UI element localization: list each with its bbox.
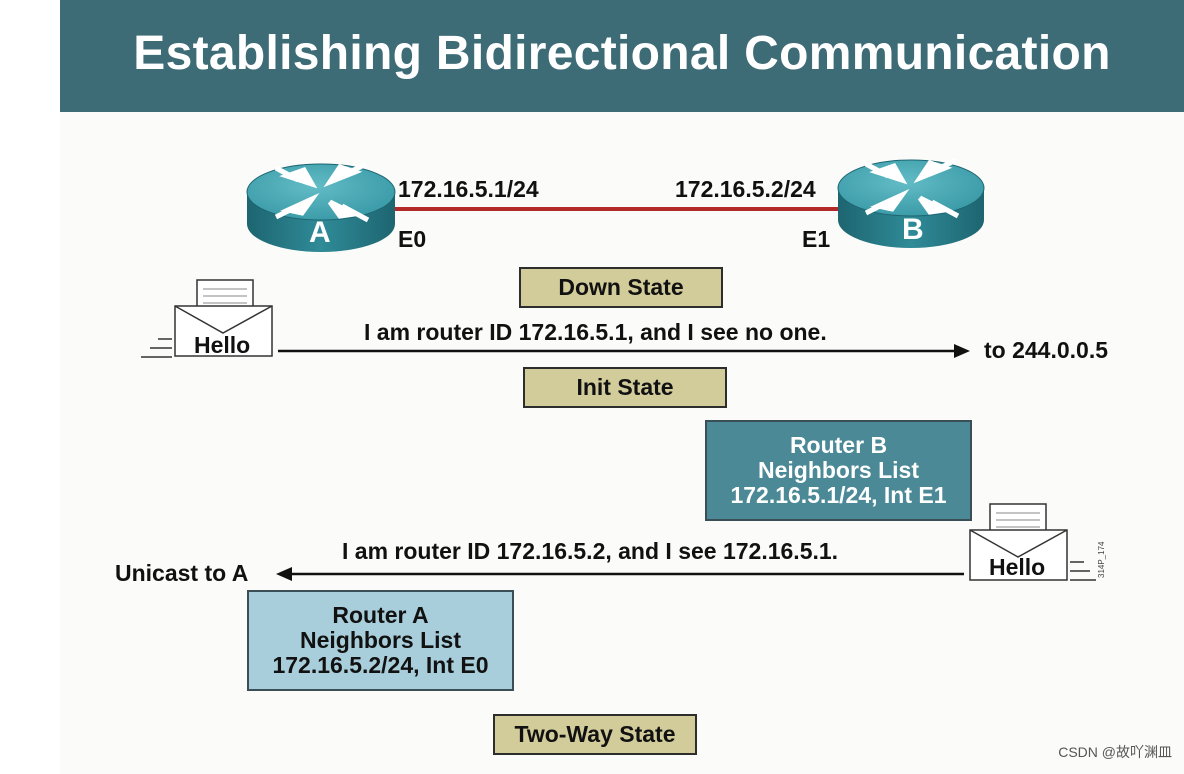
router-a-letter: A [309,216,331,249]
hello-1-message: I am router ID 172.16.5.1, and I see no … [364,319,827,345]
router-a-list-entry: 172.16.5.2/24, Int E0 [272,652,489,678]
down-state-box: Down State [519,267,723,308]
hello-1-label: Hello [194,332,251,358]
router-b-list-title: Router B [789,432,888,458]
hello-envelope-2-icon [969,503,1096,581]
router-b-icon [837,157,985,248]
hello-1-arrowhead-icon [954,344,970,358]
router-a-list-title: Router A [332,602,429,628]
page-title: Establishing Bidirectional Communication [133,27,1111,80]
router-a-ip-label: 172.16.5.1/24 [398,176,539,202]
router-a-neighbors-list: Router A Neighbors List 172.16.5.2/24, I… [247,590,514,691]
router-b-neighbors-list: Router B Neighbors List 172.16.5.1/24, I… [705,420,972,521]
figure-code: 314P_174 [1097,541,1106,578]
hello-2-arrowhead-icon [276,567,292,581]
hello-2-label: Hello [989,554,1046,580]
title-bar: Establishing Bidirectional Communication [60,0,1184,112]
router-a-interface-label: E0 [398,226,427,252]
router-b-interface-label: E1 [802,226,831,252]
router-b-letter: B [902,213,924,246]
router-b-list-subtitle: Neighbors List [757,457,919,483]
init-state-box: Init State [523,367,727,408]
hello-1-destination: to 244.0.0.5 [984,337,1109,363]
watermark: CSDN @故吖渊皿 [1058,744,1172,760]
hello-envelope-1-icon [141,279,273,358]
two-way-state-box: Two-Way State [493,714,697,755]
router-a-icon [246,161,396,252]
router-b-ip-label: 172.16.5.2/24 [675,176,816,202]
hello-2-destination: Unicast to A [115,560,249,586]
router-b-list-entry: 172.16.5.1/24, Int E1 [730,482,947,508]
hello-2-message: I am router ID 172.16.5.2, and I see 172… [342,538,839,564]
router-a-list-subtitle: Neighbors List [299,627,461,653]
